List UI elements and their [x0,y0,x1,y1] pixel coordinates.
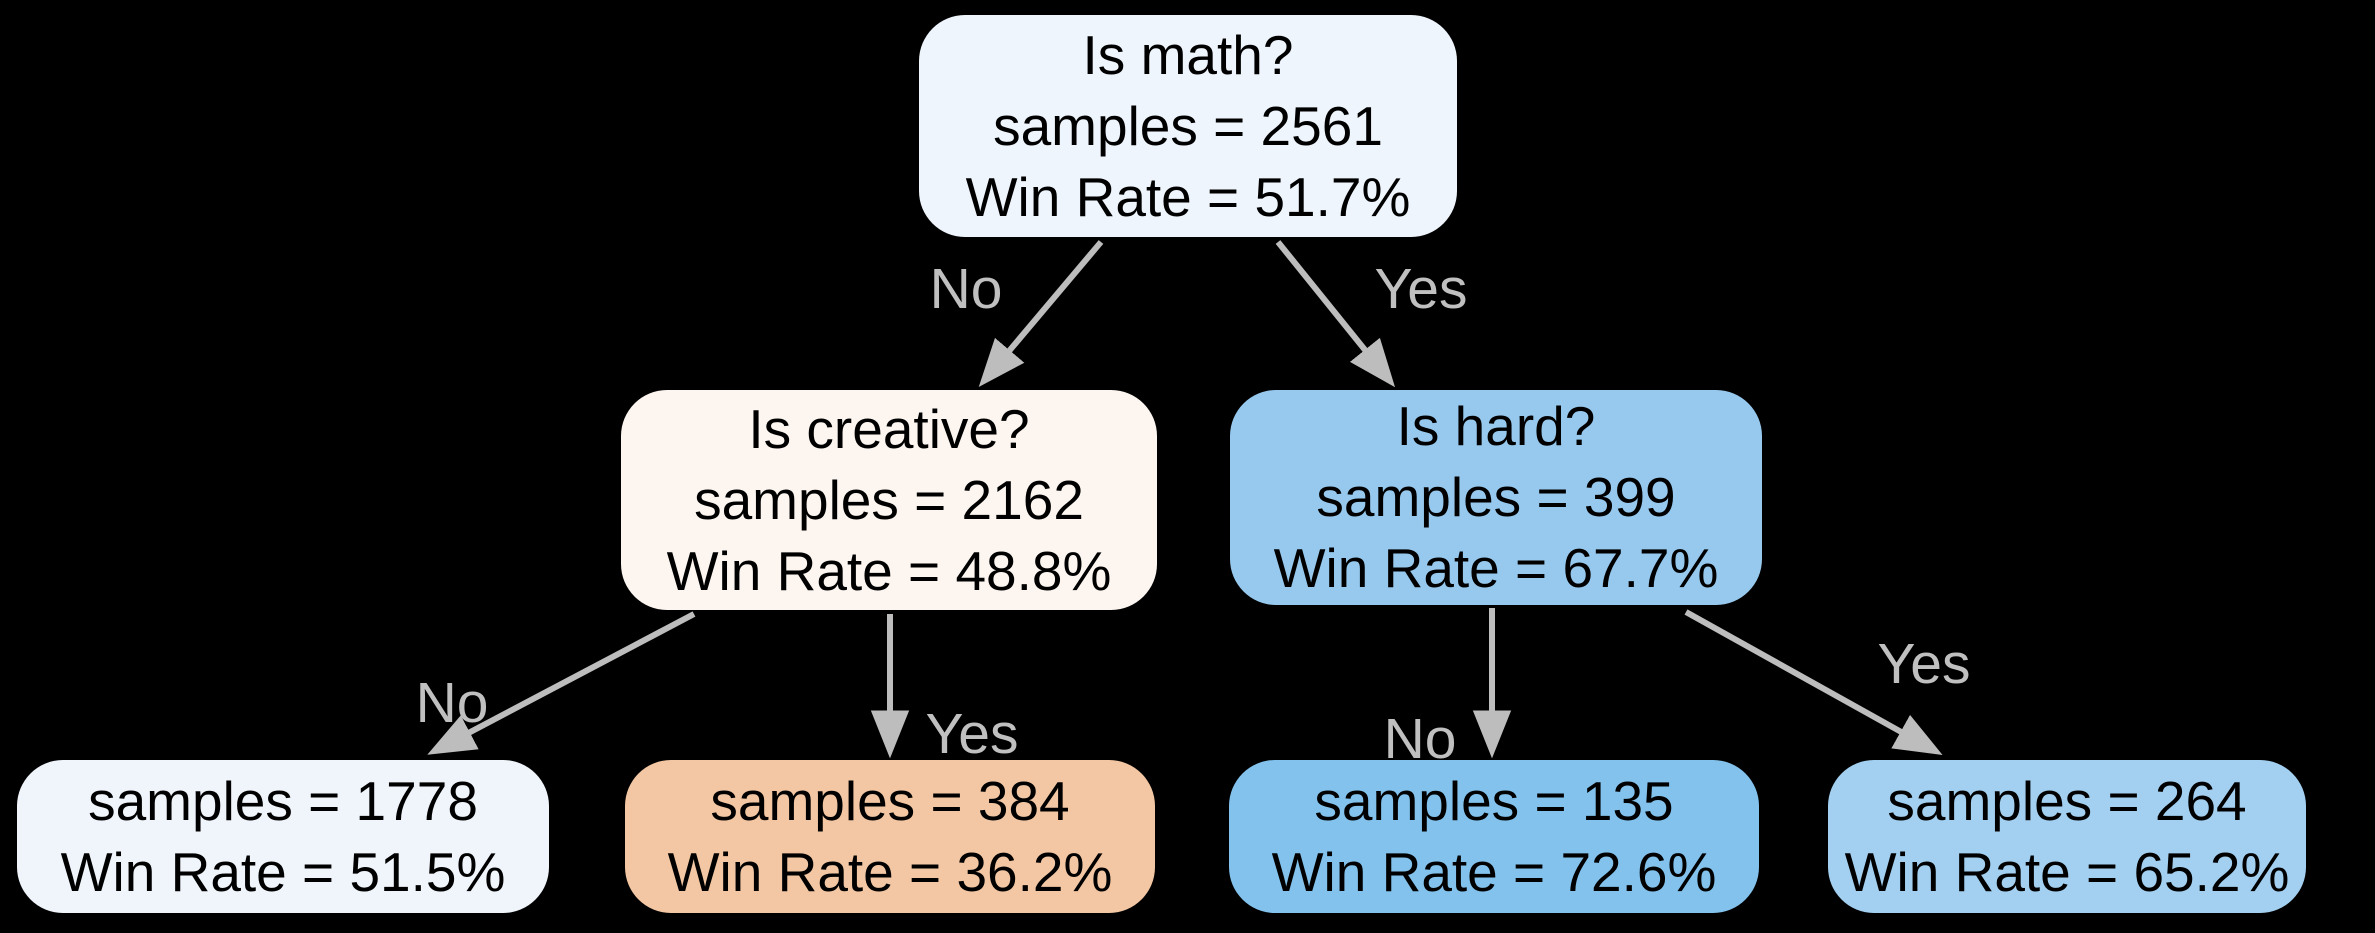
node-samples: samples = 1778 [88,769,478,832]
node-win-rate: Win Rate = 65.2% [1844,840,2290,903]
node-samples: samples = 2561 [993,94,1383,157]
node-win-rate: Win Rate = 72.6% [1271,840,1717,903]
node-samples: samples = 135 [1314,769,1674,832]
edge-label-root-no: No [930,257,1003,321]
node-samples: samples = 264 [1887,769,2247,832]
node-win-rate: Win Rate = 67.7% [1273,537,1719,599]
edge-label-root-yes: Yes [1375,257,1468,321]
leaf-hard-no: samples = 135 Win Rate = 72.6% [1229,760,1759,913]
node-is-math: Is math? samples = 2561 Win Rate = 51.7% [919,15,1457,237]
node-samples: samples = 2162 [694,468,1084,531]
leaf-not-creative: samples = 1778 Win Rate = 51.5% [17,760,549,913]
edge-label-creative-no: No [416,671,489,735]
node-is-creative: Is creative? samples = 2162 Win Rate = 4… [621,390,1157,610]
edge-root-to-creative [978,240,1104,388]
node-question: Is math? [1082,23,1294,86]
node-win-rate: Win Rate = 51.5% [60,840,506,903]
edge-label-creative-yes: Yes [926,702,1019,766]
node-win-rate: Win Rate = 48.8% [666,539,1112,602]
node-samples: samples = 399 [1316,466,1676,528]
node-win-rate: Win Rate = 36.2% [667,840,1113,903]
node-samples: samples = 384 [710,769,1070,832]
node-win-rate: Win Rate = 51.7% [965,165,1411,228]
leaf-hard-yes: samples = 264 Win Rate = 65.2% [1828,760,2306,913]
edge-label-hard-yes: Yes [1878,632,1971,696]
node-question: Is hard? [1396,395,1596,457]
edge-hard-to-leaf-yes [1684,609,1943,756]
edge-creative-to-leaf-no [427,611,696,755]
node-question: Is creative? [748,397,1030,460]
node-is-hard: Is hard? samples = 399 Win Rate = 67.7% [1230,390,1762,605]
edge-root-to-hard [1275,240,1396,388]
leaf-creative: samples = 384 Win Rate = 36.2% [625,760,1155,913]
